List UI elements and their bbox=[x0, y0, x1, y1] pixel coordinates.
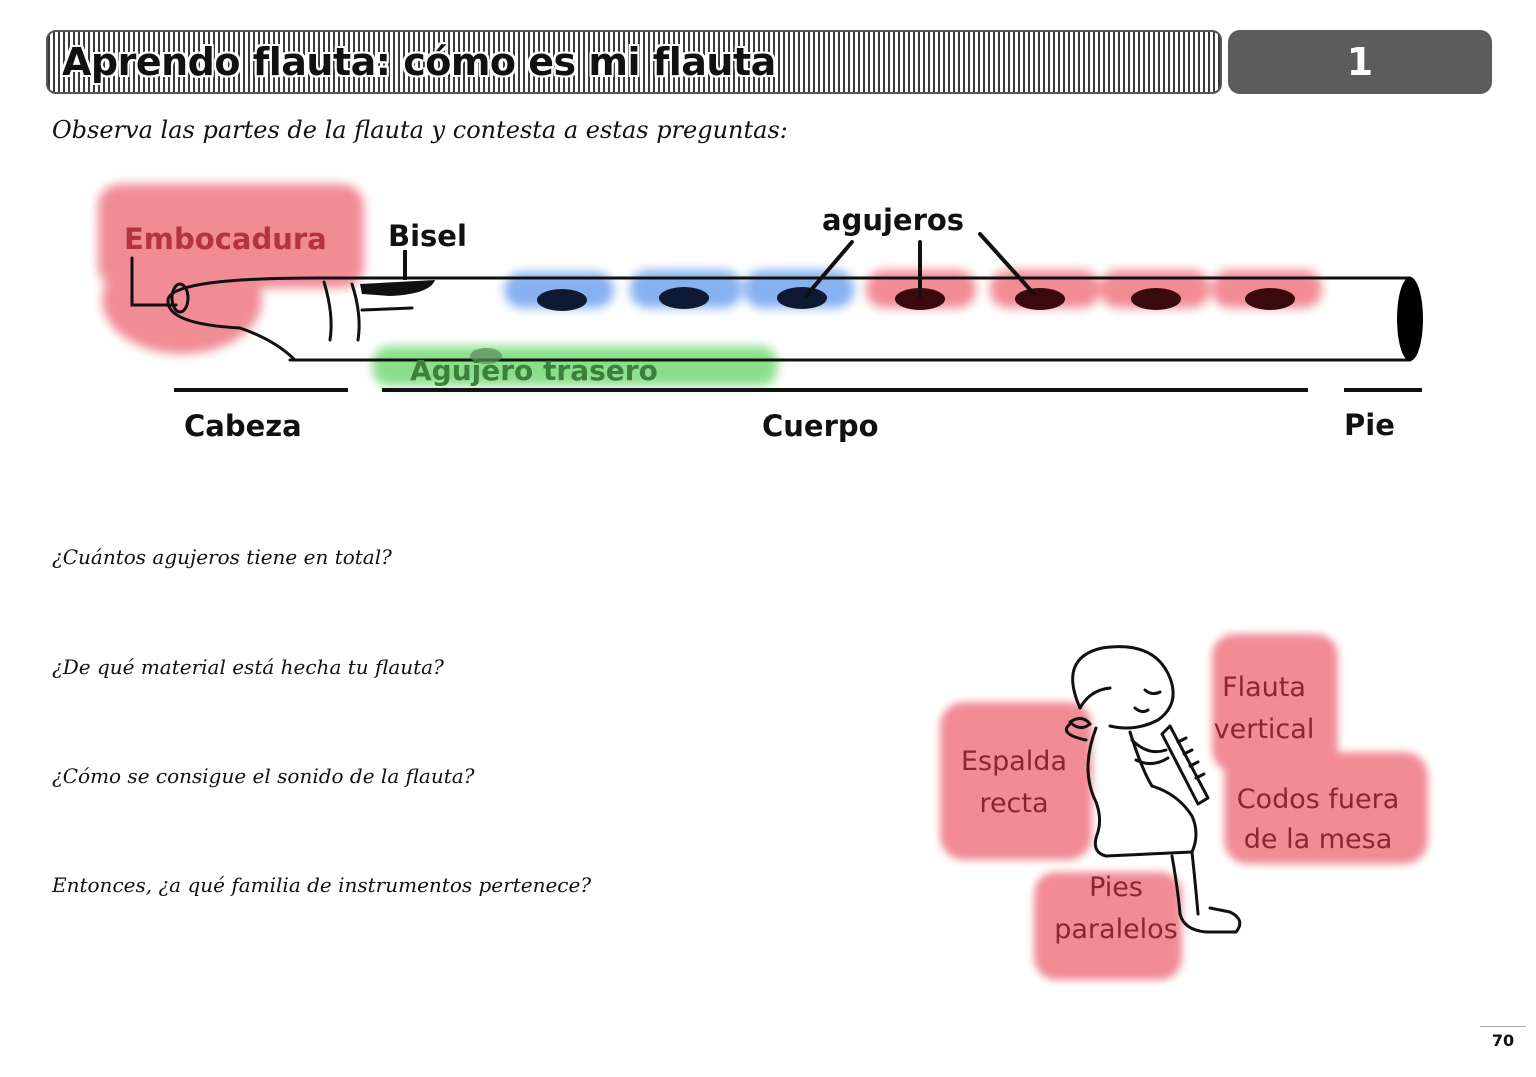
label-cuerpo: Cuerpo bbox=[762, 409, 879, 443]
label-agujeros: agujeros bbox=[822, 203, 964, 237]
label-agujero-trasero: Agujero trasero bbox=[410, 354, 658, 387]
question-2: ¿De qué material está hecha tu flauta? bbox=[52, 655, 444, 679]
back-hole bbox=[470, 348, 502, 364]
label-pies-paralelos-2: paralelos bbox=[1054, 914, 1178, 945]
label-pies-paralelos-1: Pies bbox=[1089, 872, 1143, 903]
instructions-text: Observa las partes de la flauta y contes… bbox=[52, 116, 788, 144]
red-highlights bbox=[98, 184, 1322, 354]
label-embocadura: Embocadura bbox=[124, 222, 327, 256]
label-codos-fuera-2: de la mesa bbox=[1244, 824, 1393, 855]
unit-number-badge: 1 bbox=[1228, 30, 1492, 94]
flute-diagram: Embocadura Bisel agujeros Agujero traser… bbox=[98, 184, 1423, 443]
posture-highlights bbox=[940, 634, 1428, 980]
question-3: ¿Cómo se consigue el sonido de la flauta… bbox=[52, 764, 475, 788]
posture-illustration: Flauta vertical Espalda recta Codos fuer… bbox=[940, 634, 1428, 980]
bisel-mark bbox=[360, 280, 435, 296]
agujeros-pointers bbox=[804, 232, 1036, 298]
label-cabeza: Cabeza bbox=[184, 409, 302, 443]
label-flauta-vertical-1: Flauta bbox=[1222, 672, 1306, 703]
label-espalda-recta-2: recta bbox=[979, 788, 1048, 819]
label-codos-fuera-1: Codos fuera bbox=[1237, 784, 1400, 815]
label-pie: Pie bbox=[1344, 408, 1395, 442]
question-4: Entonces, ¿a qué familia de instrumentos… bbox=[52, 873, 592, 897]
question-1: ¿Cuántos agujeros tiene en total? bbox=[52, 545, 392, 569]
flute-foot-end bbox=[1397, 277, 1423, 361]
label-bisel: Bisel bbox=[388, 219, 467, 253]
header-bar: Aprendo flauta: cómo es mi flauta bbox=[46, 30, 1222, 94]
page-number: 70 bbox=[1480, 1026, 1526, 1050]
label-flauta-vertical-2: vertical bbox=[1214, 714, 1315, 745]
front-holes bbox=[537, 287, 1295, 311]
label-espalda-recta-1: Espalda bbox=[961, 746, 1067, 777]
child-figure bbox=[1065, 645, 1242, 934]
page-title: Aprendo flauta: cómo es mi flauta bbox=[62, 40, 776, 84]
